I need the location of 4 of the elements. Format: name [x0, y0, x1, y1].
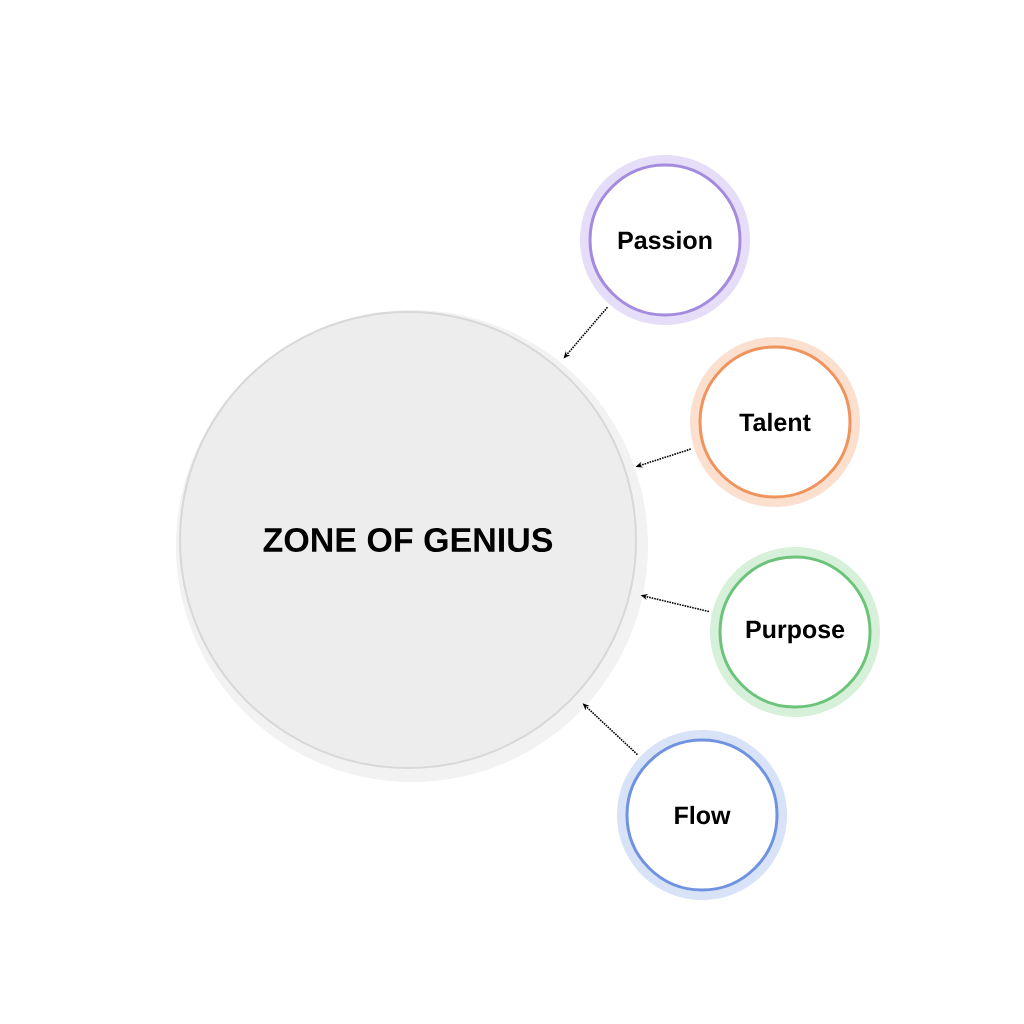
circle-node: Talent: [690, 337, 860, 507]
circle-node: Flow: [617, 730, 787, 900]
circle-node: Passion: [580, 155, 750, 325]
circle-node: Purpose: [710, 547, 880, 717]
